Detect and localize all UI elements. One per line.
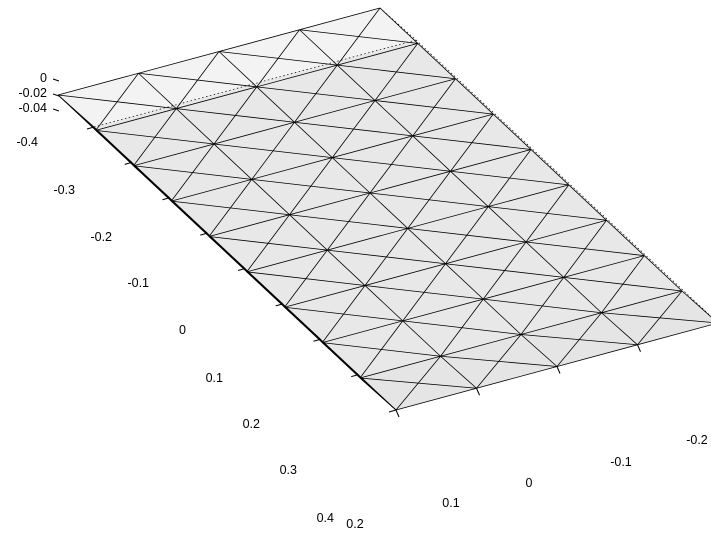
y-tick-label-0: -0.4 — [16, 135, 38, 149]
top-diagonal — [359, 320, 404, 379]
top-diagonal — [407, 171, 451, 229]
x-tick-label-0: 0.2 — [346, 517, 363, 531]
top-diagonal — [374, 43, 419, 101]
x-tick-label-2: 0 — [526, 476, 533, 490]
top-diagonal — [450, 113, 494, 172]
top-diagonal — [601, 255, 645, 313]
top-diagonal — [402, 263, 446, 322]
top-diagonal — [175, 51, 220, 109]
top-diagonal — [336, 7, 381, 66]
axis-ticks — [52, 78, 641, 418]
top-diagonal — [364, 228, 409, 286]
top-diagonal — [520, 277, 565, 335]
y-tick-mark — [200, 232, 208, 236]
side-diagonal — [476, 334, 522, 389]
top-diagonal — [251, 122, 295, 180]
front-right-face — [360, 291, 711, 410]
top-diagonal — [326, 192, 371, 251]
y-tick-label-8: 0.4 — [317, 511, 334, 525]
top-diagonal — [331, 100, 376, 158]
top-diagonal — [284, 249, 328, 308]
top-diagonal — [95, 73, 139, 131]
y-tick-label-6: 0.2 — [243, 417, 260, 431]
y-tick-mark — [388, 409, 397, 413]
top-diagonal — [440, 298, 484, 357]
side-diagonal — [395, 355, 441, 411]
y-tick-mark — [237, 268, 246, 271]
side-diagonal — [556, 312, 602, 367]
top-diagonal — [487, 149, 532, 207]
z-tick-mark — [52, 93, 60, 97]
y-tick-label-5: 0.1 — [206, 371, 223, 385]
y-tick-mark — [275, 303, 283, 307]
top-diagonal — [482, 241, 527, 300]
x-tick-mark — [637, 344, 641, 352]
x-tick-label-4: -0.2 — [686, 433, 708, 447]
side-vertical — [440, 355, 477, 389]
x-tick-mark — [476, 388, 480, 396]
x-tick-label-3: -0.1 — [610, 455, 632, 469]
x-tick-mark — [395, 409, 400, 418]
y-tick-label-7: 0.3 — [280, 463, 297, 477]
z-tick-label-2: -0.04 — [19, 101, 48, 115]
top-diagonal — [133, 108, 177, 166]
bottom-face — [94, 40, 711, 410]
x-tick-mark — [556, 366, 561, 374]
top-diagonal — [321, 285, 366, 343]
z-tick-label-0: 0 — [40, 71, 47, 85]
y-tick-label-2: -0.2 — [90, 230, 112, 244]
top-diagonal — [445, 206, 489, 264]
y-tick-label-3: -0.1 — [127, 276, 149, 290]
y-tick-mark — [351, 374, 359, 378]
y-tick-mark — [313, 338, 321, 342]
y-tick-label-4: 0 — [179, 323, 186, 337]
side-vertical — [681, 290, 711, 318]
y-tick-mark — [162, 197, 170, 201]
top-diagonal — [213, 86, 258, 145]
top-diagonal — [208, 179, 253, 237]
y-tick-mark — [86, 126, 95, 130]
side-vertical — [520, 334, 558, 367]
top-diagonal — [289, 157, 333, 215]
top-diagonal — [563, 220, 607, 278]
top-diagonal — [525, 184, 570, 243]
side-diagonal — [637, 290, 683, 346]
top-diagonal — [369, 135, 414, 194]
x-tick-label-1: 0.1 — [442, 496, 459, 510]
top-diagonal — [246, 214, 290, 273]
hidden-edge — [415, 39, 711, 317]
z-tick-mark — [52, 78, 60, 82]
top-diagonal — [256, 29, 300, 88]
top-diagonal — [412, 78, 456, 137]
side-vertical — [601, 312, 638, 346]
top-diagonal — [170, 143, 215, 202]
z-tick-mark — [52, 108, 60, 112]
mesh-edges — [57, 7, 711, 411]
z-tick-label-1: -0.02 — [19, 86, 48, 100]
top-diagonal — [294, 64, 338, 123]
y-tick-label-1: -0.3 — [53, 183, 75, 197]
y-tick-mark — [124, 161, 132, 165]
